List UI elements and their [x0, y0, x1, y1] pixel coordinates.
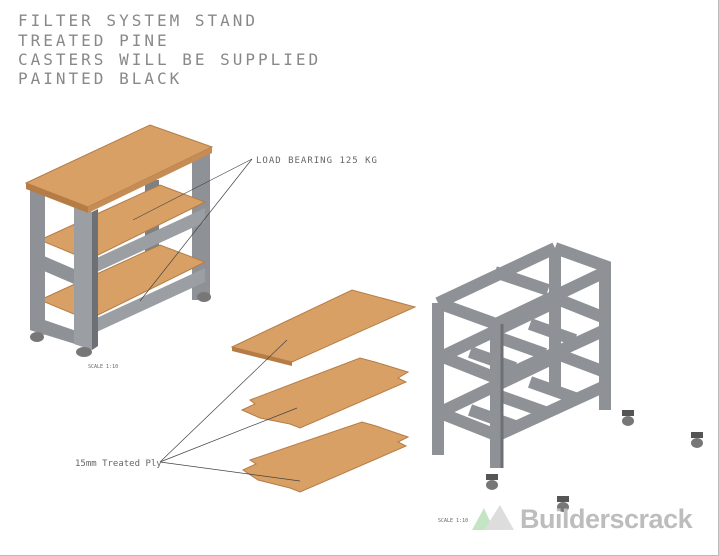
side-rail [435, 349, 499, 384]
watermark: Builderscrack [520, 504, 693, 534]
slat [497, 390, 548, 418]
front-left-leg [30, 188, 45, 335]
front-rail [88, 268, 205, 336]
caster-icon [486, 474, 498, 490]
ply-board-1 [230, 289, 417, 363]
scale-label-left: SCALE 1:10 [88, 364, 118, 370]
caster-icon [622, 410, 634, 426]
caster-icon [30, 332, 44, 342]
top-rail [435, 242, 558, 309]
caster-icon [197, 292, 211, 302]
steel-frame [432, 242, 611, 468]
ply-board-3 [241, 421, 410, 493]
board-edge [232, 347, 292, 366]
top-edge [26, 183, 88, 213]
frame-back [552, 242, 611, 410]
builderscrack-logo-icon [472, 505, 514, 530]
slat [527, 318, 578, 346]
slat [527, 376, 578, 404]
title-line-2: TREATED PINE [18, 31, 170, 50]
title-line-4: PAINTED BLACK [18, 69, 183, 88]
scale-label-right: SCALE 1:10 [438, 518, 468, 524]
front-right-leg [74, 205, 92, 350]
front-rail [88, 208, 205, 276]
slat [497, 332, 548, 360]
load-bearing-label: LOAD BEARING 125 KG [256, 156, 378, 166]
top-edge [88, 147, 212, 213]
side-rail [435, 406, 499, 441]
caster-icon [557, 496, 569, 512]
leg-shade [92, 209, 98, 350]
ply-label: 15mm Treated Ply [75, 459, 162, 469]
ply-board-2 [240, 357, 410, 429]
front-rail [493, 380, 608, 442]
caster-icon [76, 347, 92, 357]
title-line-1: FILTER SYSTEM STAND [18, 11, 259, 30]
ply-boards [230, 289, 417, 493]
assembled-stand [24, 124, 214, 357]
casters [486, 410, 703, 512]
leader-lines [132, 158, 301, 482]
title-line-3: CASTERS WILL BE SUPPLIED [18, 50, 322, 69]
front-rail [493, 324, 608, 386]
caster-icon [691, 432, 703, 448]
